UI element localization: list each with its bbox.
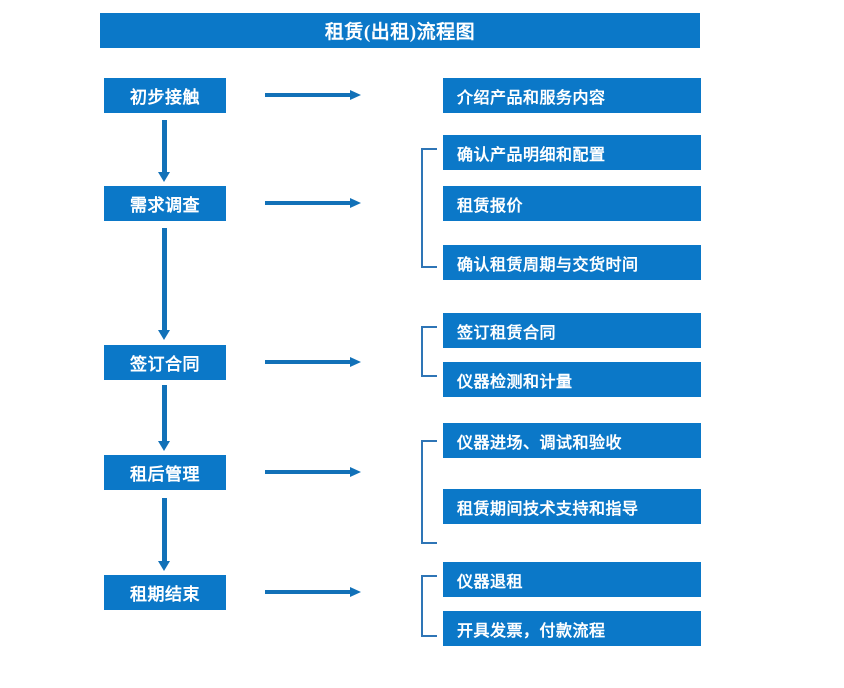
detail-box-9[interactable]: 仪器退租 (443, 562, 701, 597)
arrow-stage1-details (265, 90, 361, 100)
detail-box-5[interactable]: 签订租赁合同 (443, 313, 701, 348)
connector-stage4-stage5 (158, 498, 170, 571)
page-title: 租赁(出租)流程图 (100, 13, 700, 48)
detail-box-6[interactable]: 仪器检测和计量 (443, 362, 701, 397)
arrow-head-down-icon (158, 172, 170, 182)
bracket-group-end (421, 575, 437, 637)
arrow-shaft (265, 93, 351, 97)
bracket-group-contract (421, 326, 437, 377)
detail-box-10[interactable]: 开具发票，付款流程 (443, 611, 701, 646)
bracket-group-management (421, 440, 437, 544)
arrow-stage4-details (265, 467, 361, 477)
stage-box-2[interactable]: 需求调查 (104, 186, 226, 221)
connector-stage1-stage2 (158, 120, 170, 182)
arrow-shaft (162, 385, 167, 441)
arrow-head-down-icon (158, 330, 170, 340)
arrow-shaft (162, 120, 167, 172)
arrow-stage2-details (265, 198, 361, 208)
detail-box-1[interactable]: 介绍产品和服务内容 (443, 78, 701, 113)
arrow-head-right-icon (350, 587, 361, 597)
stage-box-1[interactable]: 初步接触 (104, 78, 226, 113)
detail-box-2[interactable]: 确认产品明细和配置 (443, 135, 701, 170)
stage-box-3[interactable]: 签订合同 (104, 345, 226, 380)
detail-box-3[interactable]: 租赁报价 (443, 186, 701, 221)
detail-box-7[interactable]: 仪器进场、调试和验收 (443, 423, 701, 458)
detail-box-4[interactable]: 确认租赁周期与交货时间 (443, 245, 701, 280)
arrow-shaft (162, 228, 167, 330)
arrow-head-right-icon (350, 357, 361, 367)
arrow-shaft (265, 360, 351, 364)
arrow-head-right-icon (350, 467, 361, 477)
detail-box-8[interactable]: 租赁期间技术支持和指导 (443, 489, 701, 524)
arrow-head-down-icon (158, 441, 170, 451)
stage-box-4[interactable]: 租后管理 (104, 455, 226, 490)
connector-stage2-stage3 (158, 228, 170, 340)
arrow-stage3-details (265, 357, 361, 367)
arrow-shaft (265, 470, 351, 474)
arrow-shaft (265, 201, 351, 205)
bracket-group-needs (421, 148, 437, 268)
arrow-stage5-details (265, 587, 361, 597)
arrow-head-right-icon (350, 198, 361, 208)
arrow-shaft (265, 590, 351, 594)
stage-box-5[interactable]: 租期结束 (104, 575, 226, 610)
connector-stage3-stage4 (158, 385, 170, 451)
arrow-head-down-icon (158, 561, 170, 571)
arrow-head-right-icon (350, 90, 361, 100)
arrow-shaft (162, 498, 167, 561)
